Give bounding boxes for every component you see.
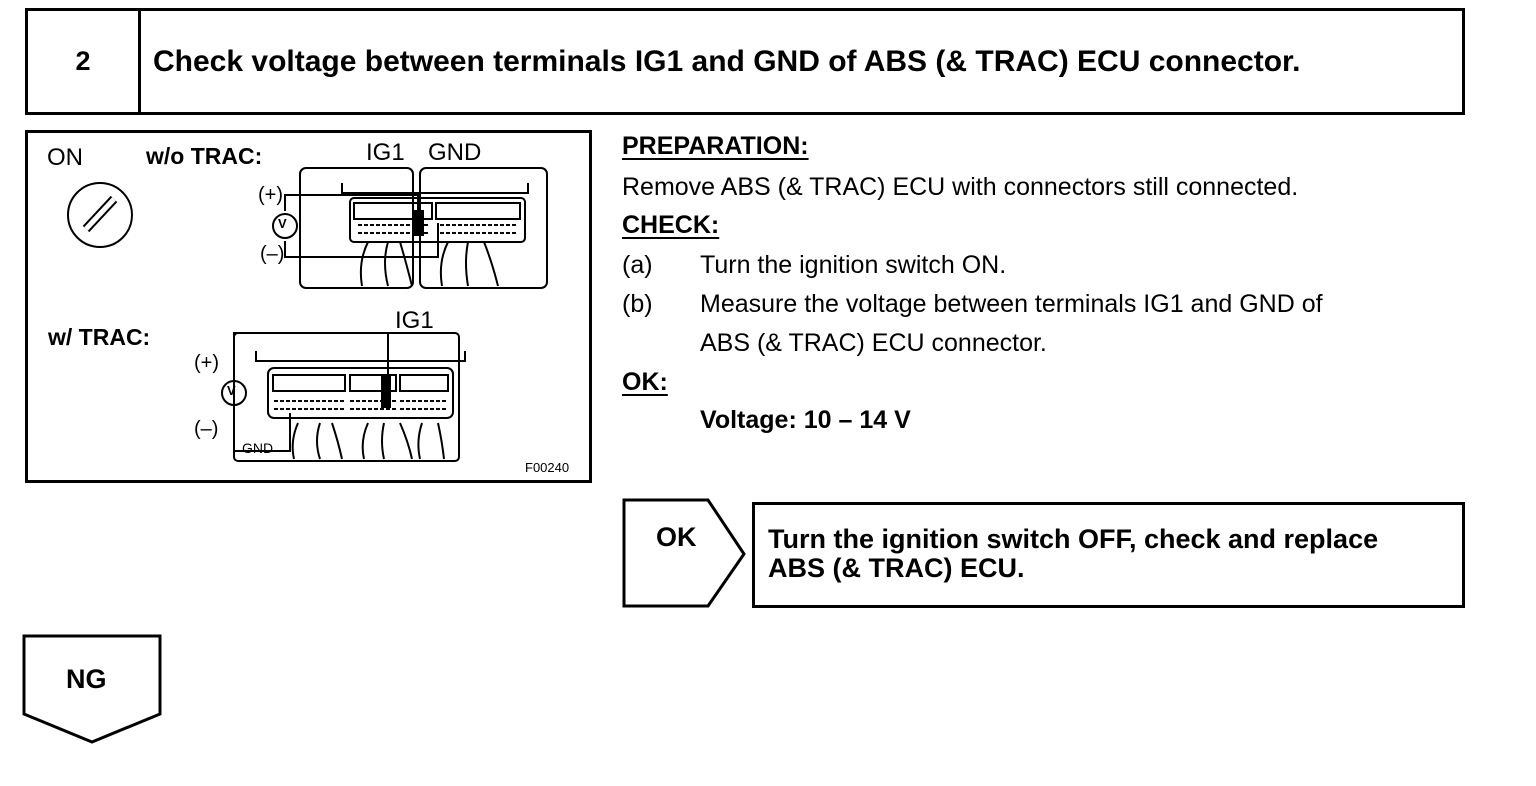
ok-action-line2: ABS (& TRAC) ECU. [768,553,1025,583]
ignition-switch-icon [67,182,133,248]
step-number: 2 [28,11,141,112]
positive-lead-label-top: (+) [258,184,283,206]
voltmeter-label-bottom: V [227,383,236,398]
ok-heading: OK: [622,368,668,396]
ng-arrow-icon [22,634,162,744]
ok-voltage-spec: Voltage: 10 – 14 V [700,406,911,434]
step-b-text-line2: ABS (& TRAC) ECU connector. [700,329,1047,357]
voltmeter-bottom-icon [221,380,247,406]
without-trac-label: w/o TRAC: [146,143,263,169]
gnd-label-top: GND [428,139,482,166]
ig1-label-bottom: IG1 [395,307,434,334]
voltmeter-label-top: V [278,216,287,231]
connector-illustration [67,167,548,462]
ok-action-box: Turn the ignition switch OFF, check and … [752,502,1465,608]
wiring-diagram: ON w/o TRAC: IG1 GND (+) V (–) w/ TRAC: … [25,130,592,483]
ig1-label-top: IG1 [366,139,405,166]
step-b-text-line1: Measure the voltage between terminals IG… [700,290,1323,318]
ok-arrow-icon [622,498,746,608]
step-title: Check voltage between terminals IG1 and … [153,44,1301,78]
check-heading: CHECK: [622,211,720,239]
ecu-connector-bottom-icon [233,332,466,462]
ignition-on-label: ON [47,144,83,171]
negative-lead-label-bottom: (–) [194,418,219,440]
ecu-connector-top-icon [284,167,548,289]
figure-code: F00240 [525,460,570,475]
step-a-text: Turn the ignition switch ON. [700,251,1007,279]
preparation-heading: PREPARATION: [622,132,809,160]
ok-label: OK [656,522,697,552]
ng-label: NG [66,664,107,694]
step-header: 2 Check voltage between terminals IG1 an… [25,8,1465,115]
step-b-marker: (b) [622,290,653,318]
with-trac-label: w/ TRAC: [48,324,151,350]
ok-action-line1: Turn the ignition switch OFF, check and … [768,524,1379,554]
step-a-marker: (a) [622,251,653,279]
voltmeter-top-icon [272,213,298,239]
gnd-label-bottom: GND [242,440,274,456]
negative-lead-label-top: (–) [260,243,285,265]
positive-lead-label-bottom: (+) [194,352,219,374]
preparation-text: Remove ABS (& TRAC) ECU with connectors … [622,173,1299,201]
